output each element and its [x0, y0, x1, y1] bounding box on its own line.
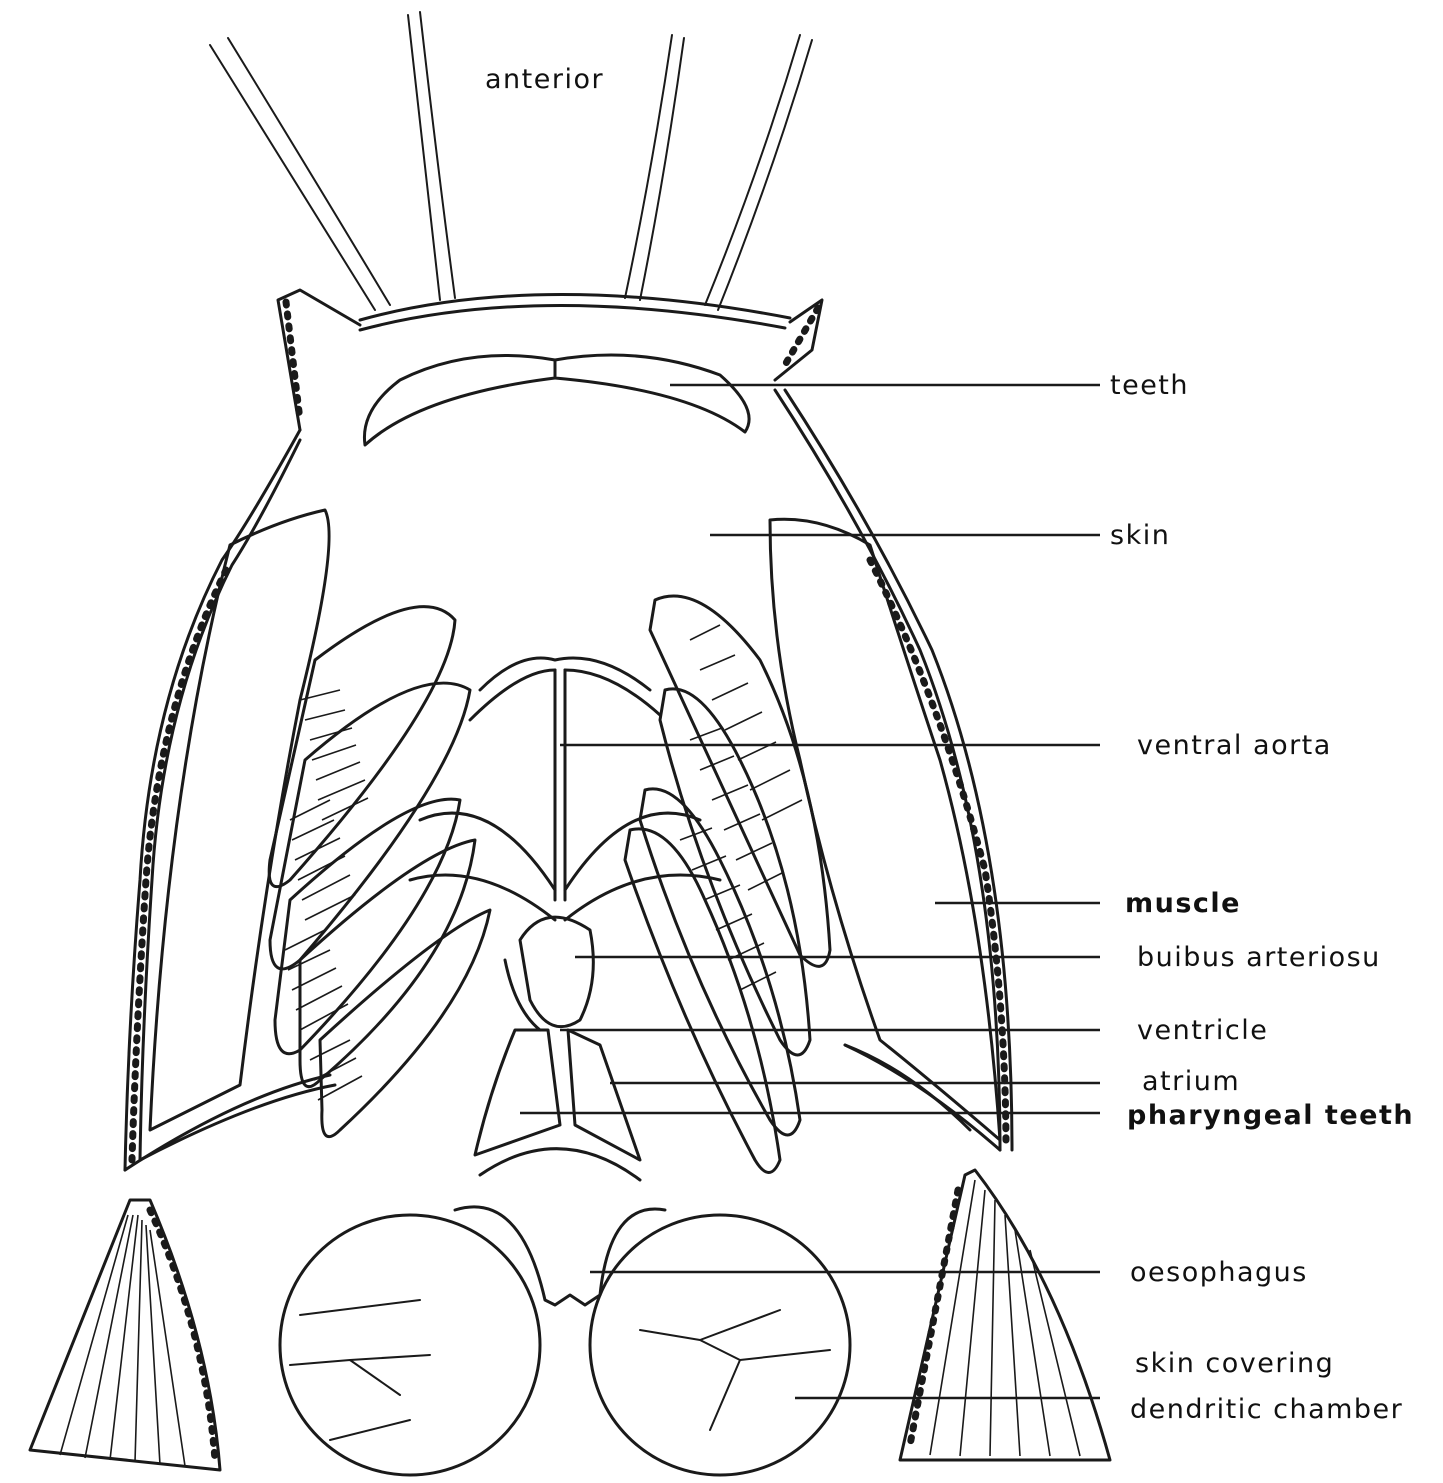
heart — [505, 917, 593, 1030]
anterior-label: anterior — [485, 64, 604, 95]
label-oesophagus: oesophagus — [1130, 1257, 1308, 1288]
label-skin: skin — [1110, 520, 1170, 551]
pharyngeal-teeth — [475, 1030, 640, 1160]
dendritic-chambers — [280, 1215, 850, 1475]
label-teeth: teeth — [1110, 370, 1189, 401]
label-pharyngeal-teeth: pharyngeal teeth — [1127, 1100, 1414, 1131]
barbels — [210, 12, 812, 310]
oesophagus-shape — [455, 1149, 665, 1305]
label-dendritic-chamber: dendritic chamber — [1130, 1394, 1403, 1425]
jaw-teeth — [364, 355, 749, 445]
label-bulbus-arteriosus: buibus arteriosu — [1137, 942, 1381, 973]
gill-arches-right — [625, 596, 830, 1173]
ventral-aorta-vessels — [410, 658, 720, 920]
label-skin-covering: skin covering — [1135, 1348, 1334, 1379]
label-muscle: muscle — [1125, 888, 1241, 919]
pectoral-fins — [30, 1170, 1110, 1470]
label-atrium: atrium — [1142, 1066, 1240, 1097]
label-ventricle: ventricle — [1137, 1015, 1268, 1046]
label-ventral-aorta: ventral aorta — [1137, 730, 1332, 761]
